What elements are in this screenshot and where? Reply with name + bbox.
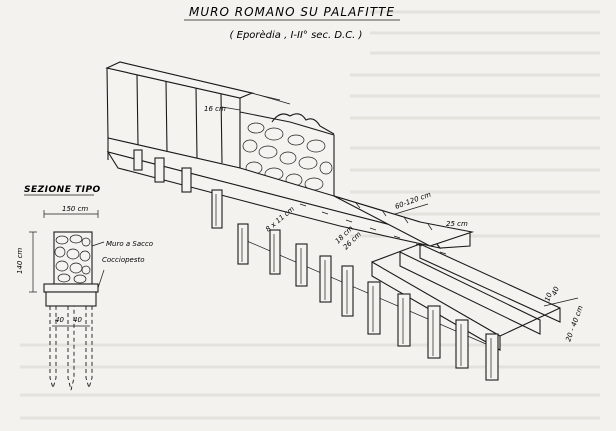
diagram-subtitle: ( Eporèdia , I-II° sec. D.C. )	[230, 29, 363, 41]
wall-type-label: Muro a Sacco	[106, 240, 153, 248]
dim-plank-depth: 25 cm	[446, 220, 468, 228]
section-width-dim: 150 cm	[62, 205, 88, 213]
dim-pile-spacing: 20 - 40 cm	[564, 304, 584, 342]
base-material-label: Cocciopesto	[102, 256, 145, 264]
dim-pile-a: 10	[543, 291, 554, 303]
dim-top-thickness: 16 cm	[204, 105, 226, 113]
section-height-dim: 140 cm	[16, 248, 24, 274]
wall-perspective	[105, 61, 561, 381]
pile-spacing-left: 40	[55, 316, 64, 324]
cross-section: SEZIONE TIPO 150 cm 140 cm Muro a Sacco	[16, 185, 153, 391]
diagram-title: MURO ROMANO SU PALAFITTE	[189, 5, 395, 19]
section-label: SEZIONE TIPO	[24, 185, 101, 195]
dim-pile-b: 40	[550, 285, 561, 297]
pile-spacing-right: 40	[73, 316, 82, 324]
